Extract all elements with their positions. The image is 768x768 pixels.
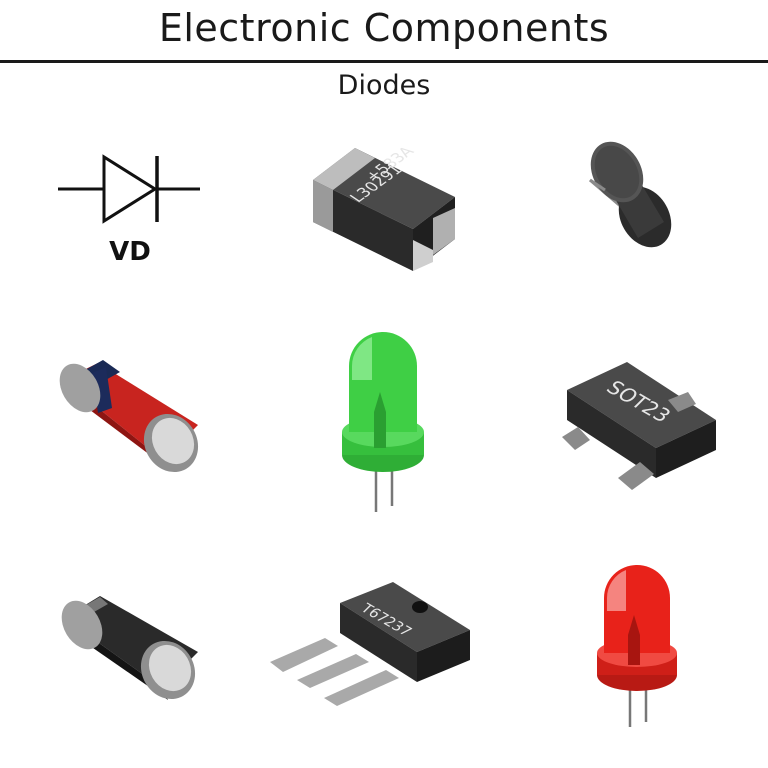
to-diode-package-icon: T67237	[270, 582, 470, 706]
axial-disc-diode-icon	[589, 141, 672, 248]
page-subtitle: Diodes	[337, 70, 431, 101]
page-title: Electronic Components	[158, 6, 610, 50]
melf-diode-black-icon	[61, 596, 198, 700]
led-green-icon	[342, 332, 424, 512]
smd-diode-package-icon: +583A L30291	[313, 143, 455, 271]
title-divider	[0, 60, 768, 63]
melf-diode-red-icon	[59, 360, 199, 473]
led-red-icon	[597, 565, 677, 727]
diode-symbol-icon: VD	[58, 154, 200, 267]
sot23-diode-icon: SOT23	[562, 362, 716, 490]
diode-symbol-label: VD	[109, 237, 151, 267]
